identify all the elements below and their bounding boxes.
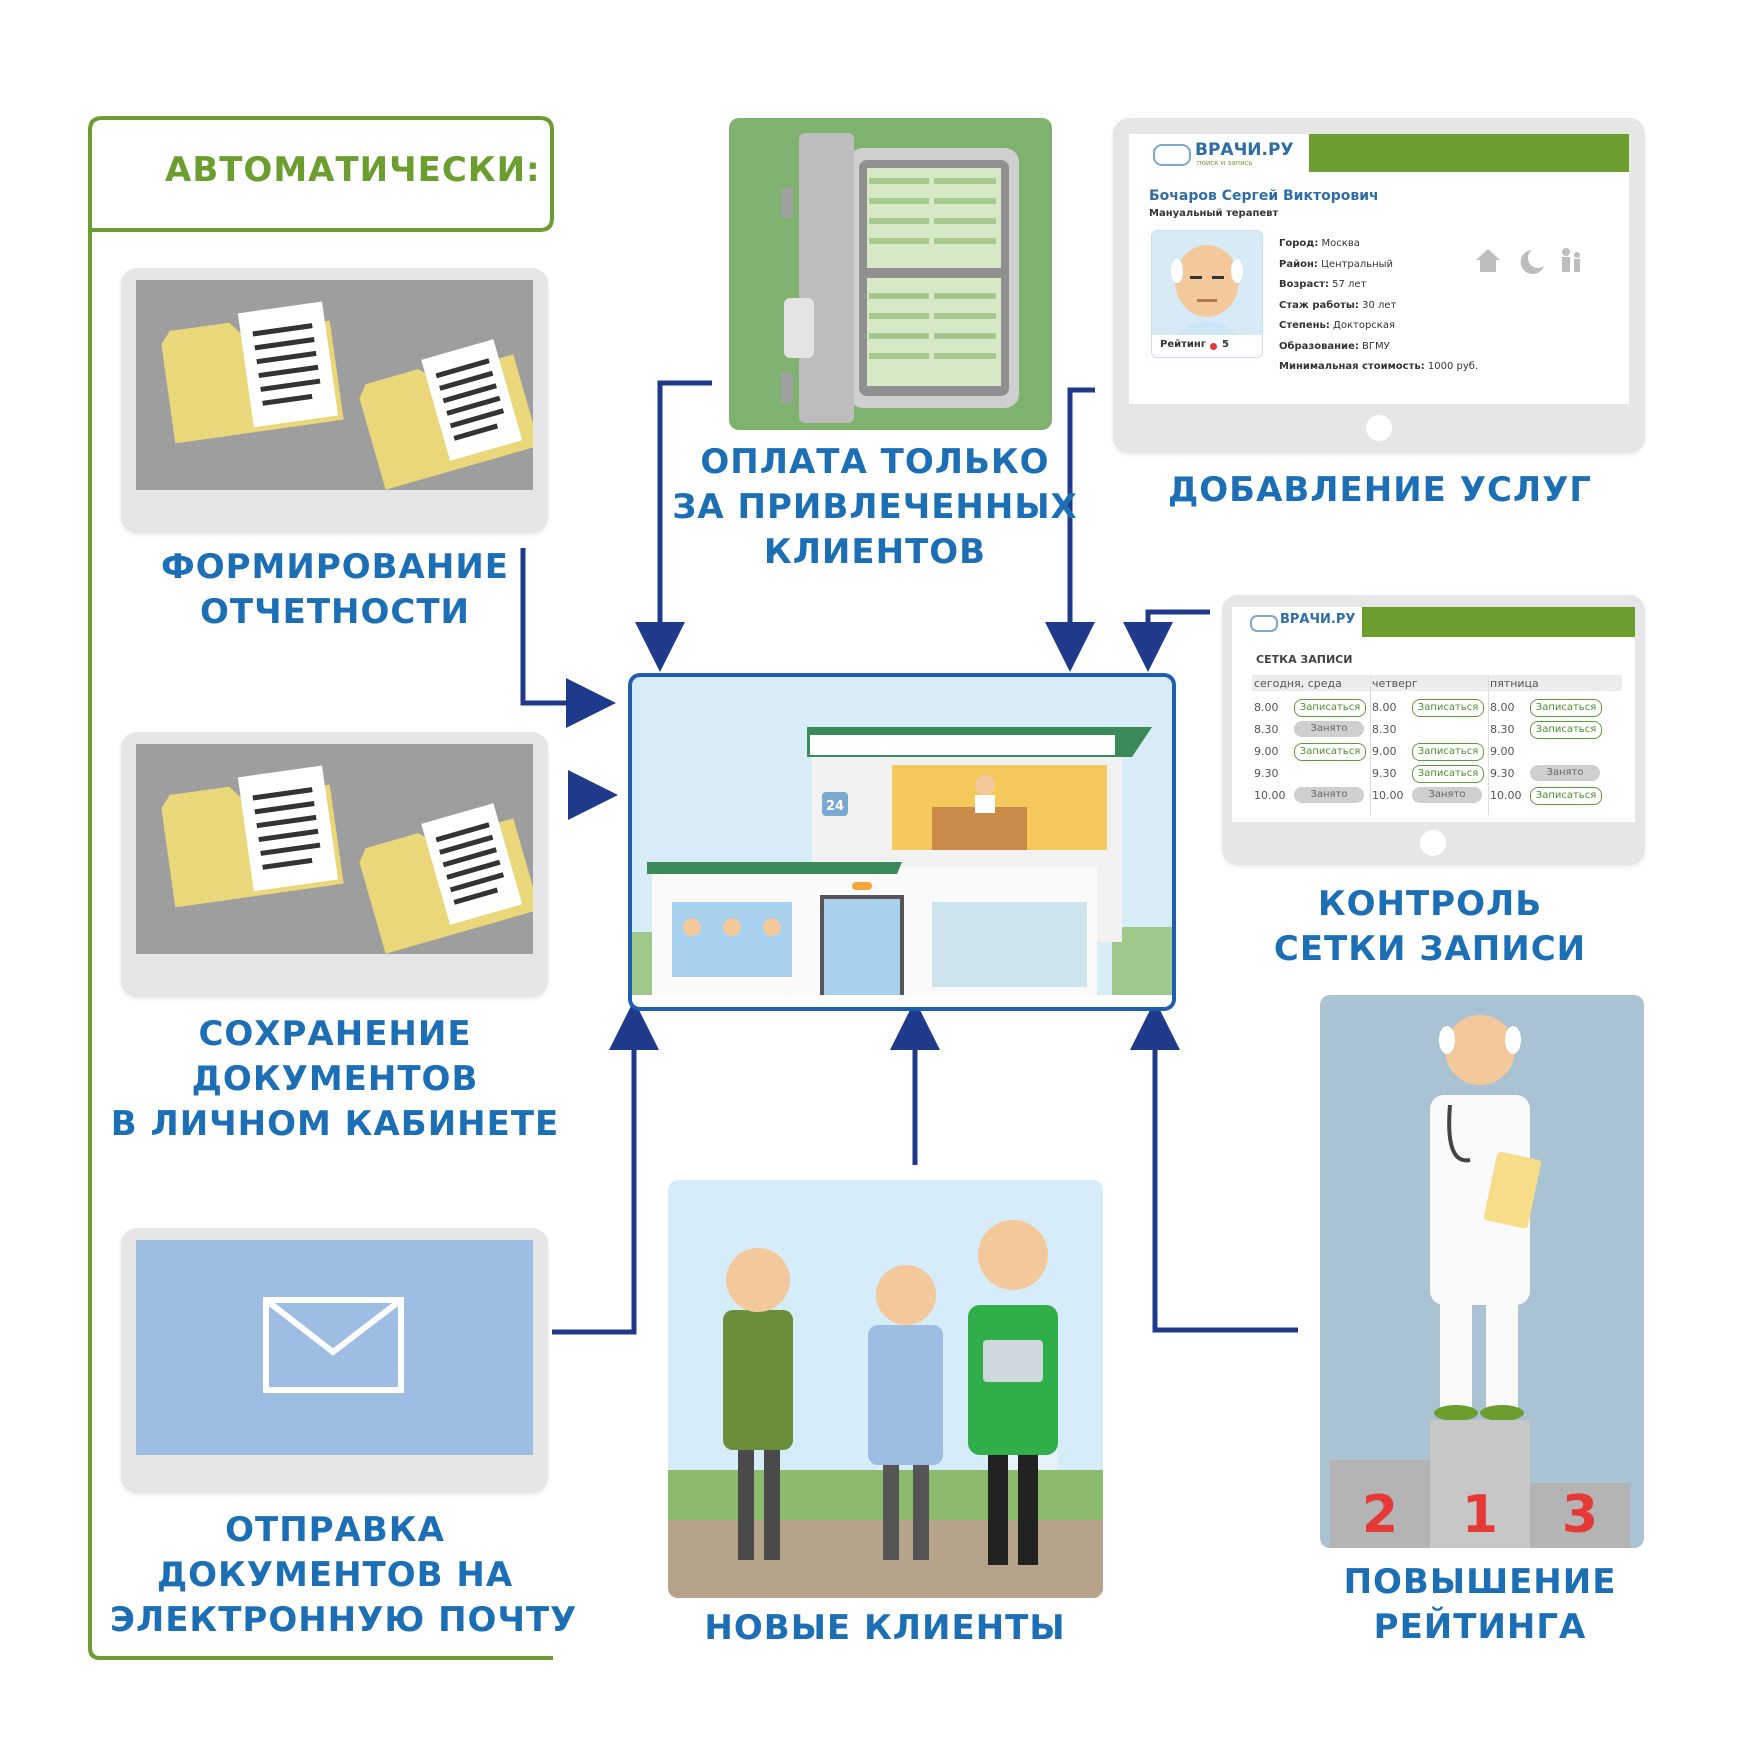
book-slot-button[interactable]: Записаться bbox=[1412, 699, 1484, 717]
schedule-time: 8.30 bbox=[1254, 723, 1279, 736]
doctor-figure bbox=[1430, 1015, 1542, 1421]
book-slot-button[interactable]: Записаться bbox=[1530, 787, 1602, 805]
arrow-email bbox=[552, 1000, 659, 1335]
caption-services: ДОБАВЛЕНИЕ УСЛУГ bbox=[1167, 470, 1593, 510]
rating-illustration: 2 1 3 bbox=[1320, 995, 1644, 1548]
schedule-time: 9.00 bbox=[1254, 745, 1279, 758]
schedule-time: 9.30 bbox=[1372, 767, 1397, 780]
documents-tablet bbox=[121, 732, 548, 997]
profile-fields: Город: Москва Район: Центральный Возраст… bbox=[1279, 238, 1479, 372]
schedule-column-head: четверг bbox=[1372, 677, 1418, 690]
client-with-tablet bbox=[968, 1220, 1058, 1565]
clinic-number: 24 bbox=[826, 799, 844, 814]
brand-logo-icon bbox=[1153, 144, 1191, 166]
rating-label: Рейтинг bbox=[1160, 339, 1207, 350]
clients-illustration bbox=[668, 1180, 1103, 1598]
rating-value: 5 bbox=[1222, 339, 1229, 350]
client-elderly bbox=[723, 1248, 793, 1560]
doctor-photo: Рейтинг 5 bbox=[1151, 230, 1263, 358]
schedule-time: 9.00 bbox=[1372, 745, 1397, 758]
schedule-time: 10.00 bbox=[1254, 789, 1286, 802]
home-icon bbox=[1476, 249, 1500, 272]
podium-place-3: 3 bbox=[1562, 1485, 1598, 1545]
schedule-time: 8.00 bbox=[1254, 701, 1279, 714]
arrow-payment bbox=[635, 380, 712, 672]
brand-tagline: поиск и запись bbox=[1197, 159, 1253, 167]
schedule-time: 8.00 bbox=[1372, 701, 1397, 714]
book-slot-button[interactable]: Записаться bbox=[1412, 765, 1484, 783]
schedule-time: 9.00 bbox=[1490, 745, 1515, 758]
profile-tablet: ВРАЧИ.РУ поиск и запись Бочаров Сергей В… bbox=[1113, 118, 1645, 453]
money-stacks-icon bbox=[867, 168, 1001, 386]
email-tablet bbox=[121, 1228, 548, 1493]
schedule-column-head: пятница bbox=[1490, 677, 1539, 690]
schedule-time: 8.30 bbox=[1490, 723, 1515, 736]
schedule-time: 8.00 bbox=[1490, 701, 1515, 714]
podium-place-1: 1 bbox=[1462, 1485, 1498, 1545]
schedule-time: 10.00 bbox=[1372, 789, 1404, 802]
schedule-column-head: сегодня, среда bbox=[1254, 677, 1342, 690]
arrow-services bbox=[1045, 387, 1095, 672]
book-slot-button[interactable]: Записаться bbox=[1294, 699, 1366, 717]
brand-logo-icon bbox=[1250, 615, 1278, 632]
reports-tablet bbox=[121, 268, 548, 533]
book-slot-button[interactable]: Записаться bbox=[1412, 743, 1484, 761]
schedule-title: СЕТКА ЗАПИСИ bbox=[1256, 653, 1353, 666]
arrow-schedule bbox=[1123, 609, 1210, 672]
busy-slot-badge: Занято bbox=[1294, 721, 1364, 737]
envelope-icon bbox=[263, 1297, 404, 1393]
brand-logo-text: ВРАЧИ.РУ bbox=[1280, 612, 1356, 627]
clinic-illustration: 24 bbox=[628, 673, 1176, 1011]
auto-heading: АВТОМАТИЧЕСКИ: bbox=[165, 150, 541, 190]
moon-icon bbox=[1520, 250, 1544, 274]
podium bbox=[1330, 1420, 1630, 1548]
caption-clients: НОВЫЕ КЛИЕНТЫ bbox=[704, 1608, 1066, 1648]
safe-illustration bbox=[729, 118, 1052, 430]
family-icon bbox=[1562, 248, 1580, 272]
doctor-name: Бочаров Сергей Викторович bbox=[1149, 188, 1379, 204]
schedule-time: 9.30 bbox=[1254, 767, 1279, 780]
schedule-tablet: ВРАЧИ.РУ СЕТКА ЗАПИСИ сегодня, среда 8.00… bbox=[1222, 595, 1645, 865]
client-injured bbox=[868, 1265, 943, 1560]
book-slot-button[interactable]: Записаться bbox=[1530, 699, 1602, 717]
rating-dot-icon bbox=[1210, 343, 1217, 350]
book-slot-button[interactable]: Записаться bbox=[1294, 743, 1366, 761]
schedule-time: 10.00 bbox=[1490, 789, 1522, 802]
brand-logo-text: ВРАЧИ.РУ bbox=[1195, 140, 1294, 160]
busy-slot-badge: Занято bbox=[1412, 787, 1482, 803]
book-slot-button[interactable]: Записаться bbox=[1530, 721, 1602, 739]
arrow-rating bbox=[1130, 1000, 1298, 1333]
schedule-time: 8.30 bbox=[1372, 723, 1397, 736]
schedule-time: 9.30 bbox=[1490, 767, 1515, 780]
folder-document-icon bbox=[161, 301, 533, 490]
folder-document-icon bbox=[161, 765, 533, 954]
busy-slot-badge: Занято bbox=[1294, 787, 1364, 803]
doctor-specialty: Мануальный терапевт bbox=[1149, 208, 1279, 219]
busy-slot-badge: Занято bbox=[1530, 765, 1600, 781]
podium-place-2: 2 bbox=[1362, 1485, 1398, 1545]
arrow-reports bbox=[520, 548, 616, 728]
